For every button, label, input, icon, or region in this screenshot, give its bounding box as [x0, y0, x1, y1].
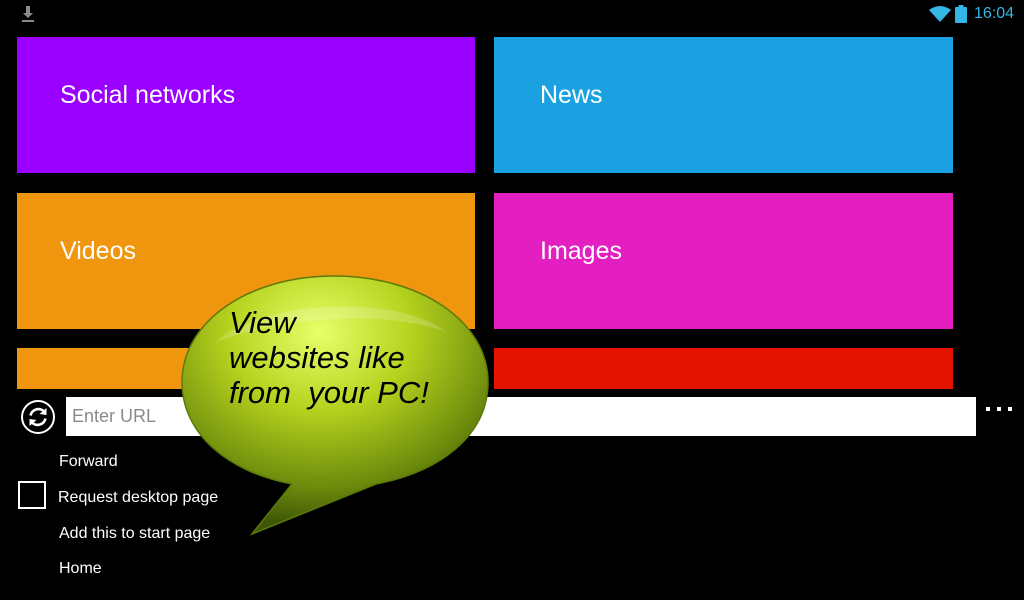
status-clock: 16:04: [974, 5, 1015, 22]
tile-label: Social networks: [60, 81, 236, 109]
overflow-menu-icon[interactable]: [983, 398, 1015, 420]
battery-icon: [955, 5, 967, 23]
download-icon: [22, 6, 34, 22]
menu-add-to-start-page[interactable]: Add this to start page: [59, 525, 211, 542]
promo-bubble-text: View websites like from your PC!: [229, 305, 429, 410]
menu-home[interactable]: Home: [59, 560, 102, 577]
tile-label: Images: [540, 237, 622, 265]
menu-request-desktop[interactable]: Request desktop page: [58, 489, 219, 506]
tile-social-networks[interactable]: Social networks: [17, 37, 475, 173]
refresh-icon[interactable]: [20, 399, 56, 435]
tile-label: News: [540, 81, 603, 109]
tile-partial-red[interactable]: [494, 348, 953, 389]
tile-images[interactable]: Images: [494, 193, 953, 329]
status-bar: 16:04: [0, 0, 1024, 28]
wifi-icon: [929, 6, 951, 22]
menu-forward[interactable]: Forward: [59, 453, 118, 470]
promo-speech-bubble: [181, 275, 489, 536]
request-desktop-checkbox[interactable]: [18, 481, 46, 509]
tile-label: Videos: [60, 237, 136, 265]
tile-news[interactable]: News: [494, 37, 953, 173]
